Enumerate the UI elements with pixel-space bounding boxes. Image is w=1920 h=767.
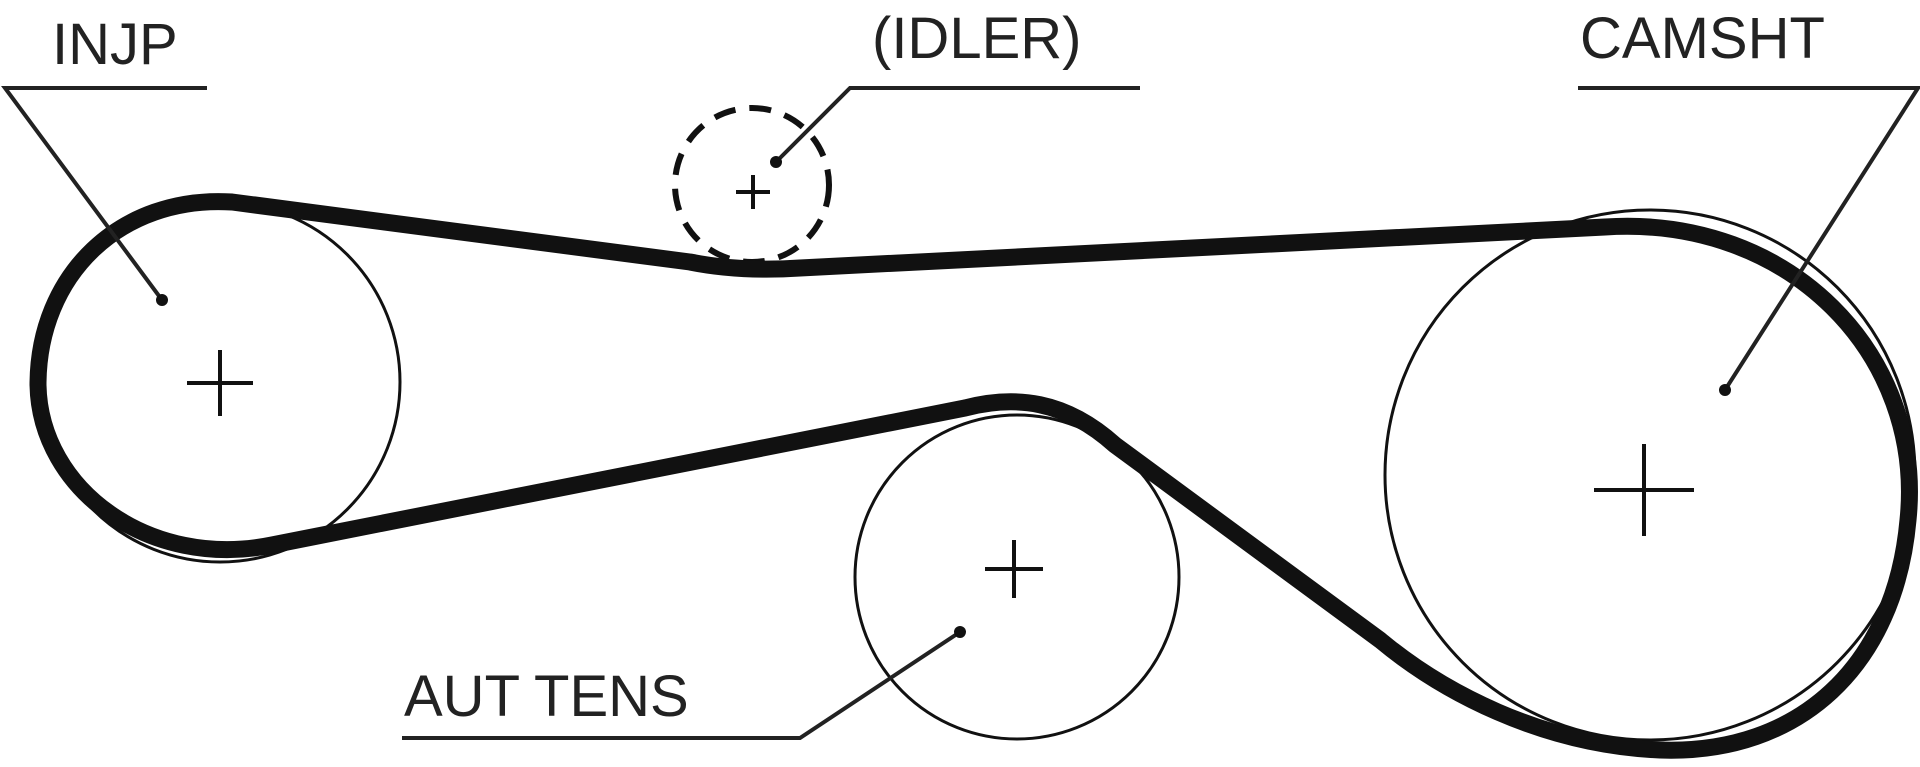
camsht-label: CAMSHT [1580, 6, 1825, 71]
idler-label: (IDLER) [872, 6, 1081, 71]
injp-leader-line [1, 86, 207, 302]
camsht-center-mark [1594, 444, 1694, 536]
camsht-leader-dot [1719, 384, 1731, 396]
camsht-leader-line [1578, 86, 1920, 392]
injp-leader-dot [156, 294, 168, 306]
aut-tens-center-mark [985, 540, 1043, 598]
camshaft-pulley [1383, 208, 1917, 742]
idler-leader-dot [770, 156, 782, 168]
injp-center-mark [187, 350, 253, 416]
timing-belt [29, 193, 1918, 759]
idler-center-mark [736, 175, 770, 209]
aut-tens-leader-dot [954, 626, 966, 638]
injp-label: INJP [52, 12, 178, 77]
aut-tens-leader-line [402, 630, 962, 740]
aut-tens-label: AUT TENS [404, 664, 689, 729]
auto-tensioner-pulley [853, 413, 1181, 741]
idler-leader-line [774, 86, 1140, 164]
